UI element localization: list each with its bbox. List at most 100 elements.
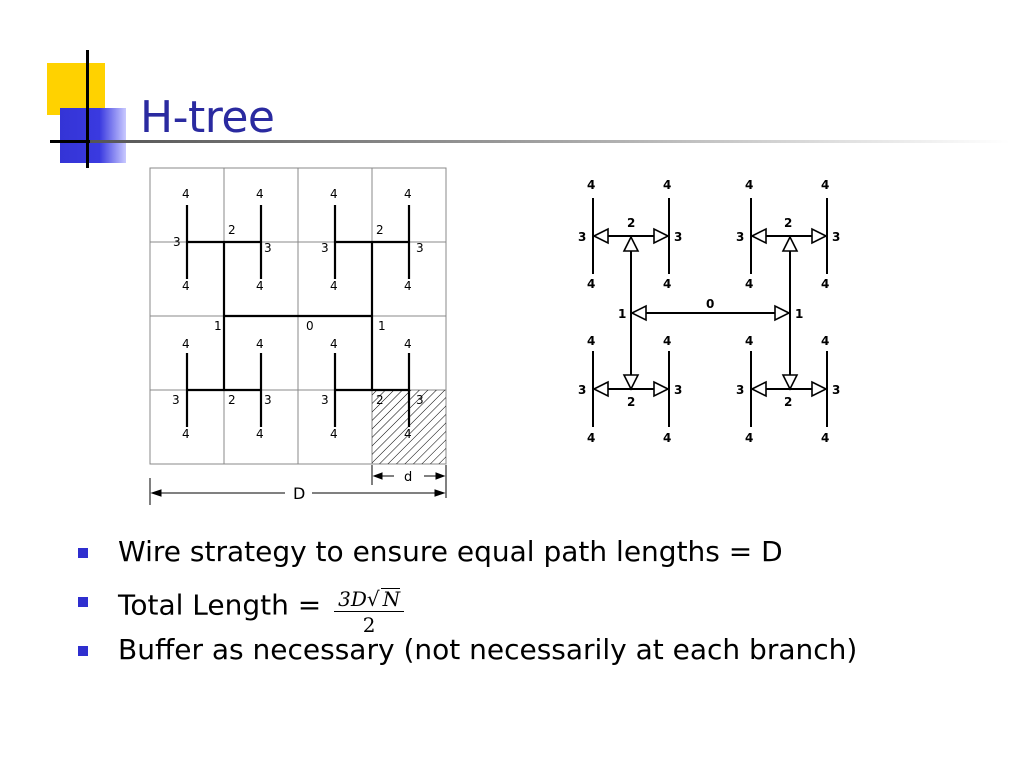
bullet-item: Total Length = 3D√N 2 [78, 581, 857, 637]
label-4: 4 [256, 427, 264, 441]
label-4: 4 [330, 279, 338, 293]
buffer-right-icon [653, 227, 670, 245]
sqrt-symbol: √ [366, 587, 380, 611]
decor-blue-square [60, 108, 126, 163]
label-2: 2 [627, 395, 635, 409]
dimension-D-label: D [293, 484, 305, 503]
decor-vertical-line [86, 50, 89, 168]
label-3: 3 [674, 230, 682, 244]
buffer-left-icon [750, 227, 767, 245]
total-length-formula: 3D√N 2 [334, 587, 405, 638]
bullet-marker [78, 548, 88, 558]
label-0: 0 [306, 319, 314, 333]
label-0: 0 [706, 297, 714, 311]
label-4: 4 [330, 427, 338, 441]
label-2: 2 [784, 216, 792, 230]
label-4: 4 [745, 277, 753, 291]
bullet-text: Buffer as necessary (not necessarily at … [118, 633, 858, 666]
htree-grid-diagram: 0 1 1 2 2 2 2 3 3 3 3 3 3 3 3 4 4 4 4 4 … [149, 167, 447, 505]
label-3: 3 [832, 230, 840, 244]
label-3: 3 [173, 235, 181, 249]
label-4: 4 [587, 277, 595, 291]
label-3: 3 [578, 383, 586, 397]
label-4: 4 [404, 279, 412, 293]
label-3: 3 [736, 230, 744, 244]
label-4: 4 [182, 427, 190, 441]
label-4: 4 [821, 178, 829, 192]
label-1: 1 [214, 319, 222, 333]
formula-numerator: 3D√N [334, 587, 405, 612]
label-4: 4 [330, 187, 338, 201]
label-4: 4 [256, 337, 264, 351]
htree-labels: 0 1 1 2 2 2 2 3 3 3 3 3 3 3 3 4 4 4 4 4 … [172, 187, 424, 441]
label-4: 4 [821, 277, 829, 291]
bullet-item: Buffer as necessary (not necessarily at … [78, 630, 857, 679]
label-3: 3 [321, 241, 329, 255]
label-4: 4 [745, 334, 753, 348]
label-2: 2 [784, 395, 792, 409]
label-4: 4 [821, 431, 829, 445]
label-3: 3 [264, 241, 272, 255]
buffer-up-icon [781, 235, 799, 252]
label-3: 3 [674, 383, 682, 397]
buffer-right-icon [811, 380, 828, 398]
label-4: 4 [182, 187, 190, 201]
label-3: 3 [321, 393, 329, 407]
formula-numerator-prefix: 3D [338, 587, 367, 611]
buffer-down-icon [622, 374, 640, 391]
label-4: 4 [404, 337, 412, 351]
bullet-marker [78, 597, 88, 607]
htree-wires [185, 205, 411, 427]
buffer-up-icon [622, 235, 640, 252]
label-4: 4 [745, 431, 753, 445]
label-3: 3 [416, 241, 424, 255]
label-4: 4 [663, 334, 671, 348]
label-3: 3 [172, 393, 180, 407]
label-4: 4 [330, 337, 338, 351]
label-3: 3 [736, 383, 744, 397]
formula-denominator: 2 [362, 613, 376, 637]
dimension-d [371, 465, 447, 498]
label-2: 2 [376, 393, 384, 407]
label-3: 3 [578, 230, 586, 244]
label-4: 4 [404, 187, 412, 201]
label-2: 2 [228, 393, 236, 407]
label-4: 4 [256, 187, 264, 201]
title-underline-rule [90, 140, 1010, 143]
formula-radicand: N [380, 587, 401, 611]
label-4: 4 [821, 334, 829, 348]
label-4: 4 [663, 277, 671, 291]
label-1: 1 [795, 307, 803, 321]
label-1: 1 [618, 307, 626, 321]
dimension-d-label: d [404, 470, 412, 485]
bullet-text: Wire strategy to ensure equal path lengt… [118, 535, 783, 568]
bullet-text: Total Length = [118, 588, 322, 622]
decor-yellow-square [47, 63, 105, 115]
htree-buffered-diagram: 0 1 1 2 2 2 2 3 3 3 3 3 3 3 3 4 4 4 4 4 … [578, 178, 840, 445]
buffered-wires [592, 198, 828, 427]
buffer-right-icon [653, 380, 670, 398]
label-4: 4 [182, 337, 190, 351]
label-4: 4 [256, 279, 264, 293]
dimension-D [149, 478, 446, 505]
label-3: 3 [416, 393, 424, 407]
slide-title: H-tree [140, 92, 275, 143]
label-4: 4 [587, 334, 595, 348]
label-4: 4 [587, 178, 595, 192]
bullet-list: Wire strategy to ensure equal path lengt… [78, 532, 857, 679]
buffer-right-icon [811, 227, 828, 245]
label-4: 4 [182, 279, 190, 293]
buffer-left-icon [592, 380, 609, 398]
label-1: 1 [378, 319, 386, 333]
bullet-marker [78, 646, 88, 656]
buffer-left-icon [592, 227, 609, 245]
buffer-left-icon [750, 380, 767, 398]
label-2: 2 [228, 223, 236, 237]
label-4: 4 [587, 431, 595, 445]
label-3: 3 [264, 393, 272, 407]
bullet-item: Wire strategy to ensure equal path lengt… [78, 532, 857, 581]
label-4: 4 [663, 431, 671, 445]
label-4: 4 [404, 427, 412, 441]
buffer-left-icon [630, 304, 647, 322]
label-2: 2 [376, 223, 384, 237]
